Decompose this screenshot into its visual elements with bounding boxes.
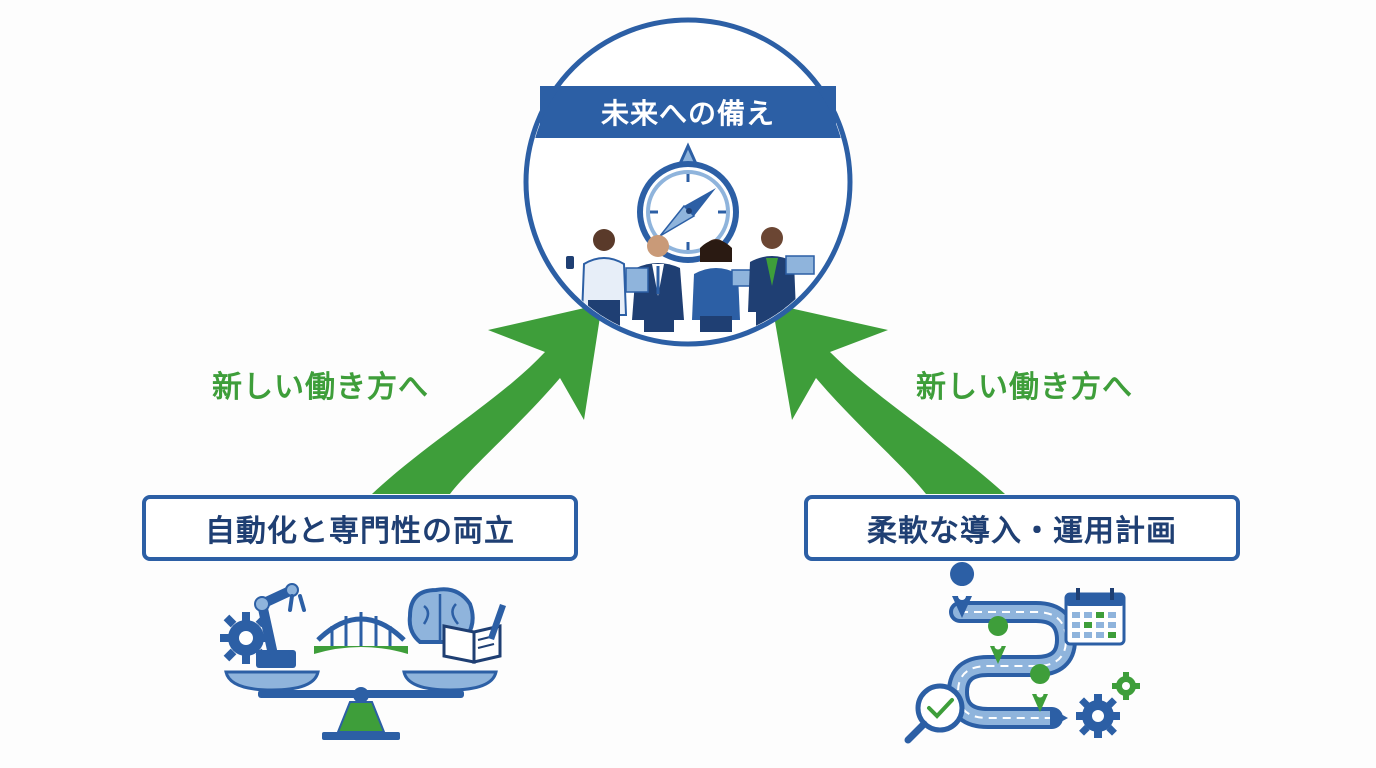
center-title: 未来への備え	[600, 97, 775, 130]
left-growth-arrow	[372, 304, 602, 494]
robot-arm-icon	[254, 583, 306, 668]
winding-road-icon	[946, 601, 1078, 729]
right-growth-arrow	[772, 304, 1005, 494]
compass-icon	[637, 142, 739, 263]
left-topic-label: 自動化と専門性の両立	[205, 514, 515, 549]
gears-icon	[1076, 672, 1140, 738]
checkmark-magnifier-icon	[904, 683, 965, 744]
left-arrow-label: 新しい働き方へ	[212, 370, 429, 405]
map-pin-icon	[950, 562, 1051, 712]
book-pen-icon	[442, 604, 506, 664]
balance-scale-icon	[224, 670, 498, 740]
right-arrow-label: 新しい働き方へ	[916, 370, 1133, 405]
business-team-icon	[566, 227, 815, 332]
right-topic-box: 柔軟な導入・運用計画	[804, 495, 1240, 561]
bridge-icon	[314, 612, 408, 654]
left-topic-box: 自動化と専門性の両立	[142, 495, 578, 561]
calendar-icon	[1064, 588, 1126, 646]
right-topic-label: 柔軟な導入・運用計画	[867, 514, 1177, 549]
